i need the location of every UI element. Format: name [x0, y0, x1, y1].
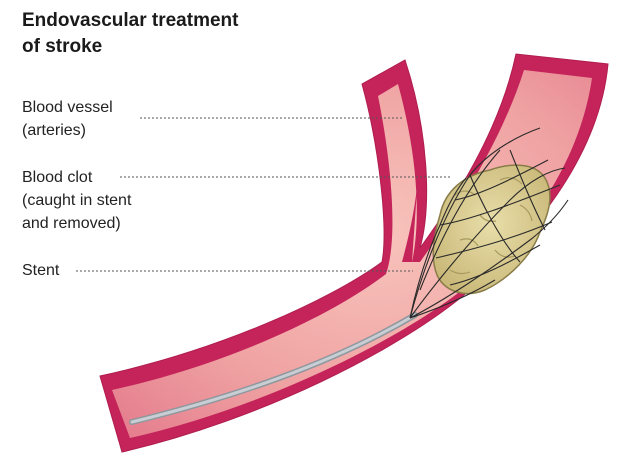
blood-vessel — [99, 53, 609, 453]
label-stent-line-1: Stent — [22, 262, 60, 279]
title-line-2: of stroke — [22, 36, 103, 57]
title-line-1: Endovascular treatment — [22, 10, 239, 31]
label-blood-clot-line-2: (caught in stent — [22, 192, 132, 209]
label-blood-clot-line-1: Blood clot — [22, 169, 93, 186]
leader-lines — [76, 117, 452, 272]
label-blood-clot-line-3: and removed) — [22, 215, 121, 232]
vessel-bifurcation-notch — [402, 175, 418, 262]
label-blood-vessel-line-2: (arteries) — [22, 122, 87, 139]
blood-clot — [432, 164, 551, 295]
catheter — [129, 312, 418, 425]
label-blood-vessel-line-1: Blood vessel — [22, 99, 113, 116]
stent — [409, 127, 569, 319]
